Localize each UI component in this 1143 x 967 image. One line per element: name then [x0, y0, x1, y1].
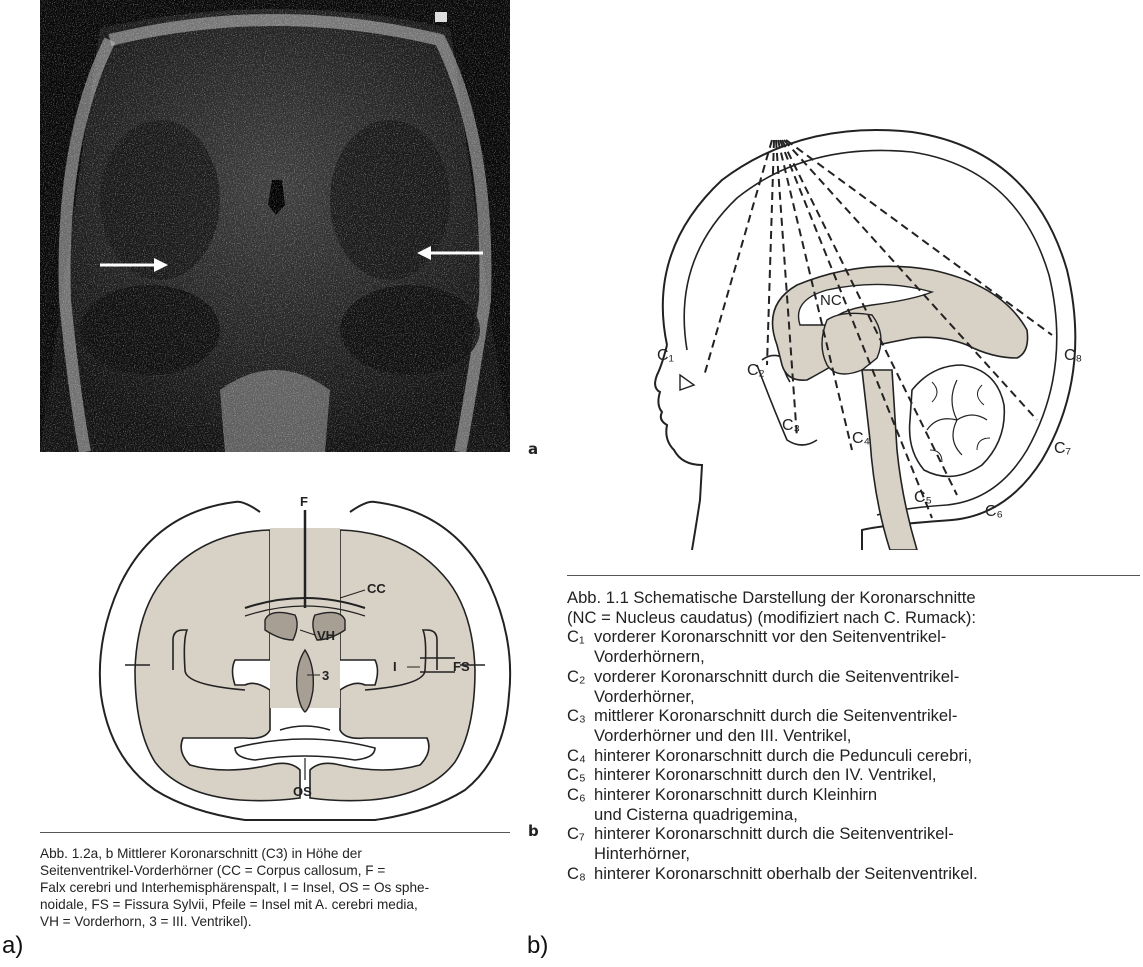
- item-text: hinterer Koronarschnitt durch die Pedunc…: [594, 746, 1140, 766]
- label-3: 3: [322, 668, 329, 683]
- label-CC: CC: [367, 581, 386, 596]
- caption-a-line: noidale, FS = Fissura Sylvii, Pfeile = I…: [40, 896, 510, 913]
- item-text-cont: Vorderhörner und den III. Ventrikel,: [594, 726, 851, 745]
- item-label: C₈: [567, 864, 594, 884]
- label-OS: OS: [293, 784, 312, 799]
- item-label: C₁: [567, 627, 594, 666]
- eye-icon: [680, 375, 694, 390]
- item-text: hinterer Koronarschnitt durch den IV. Ve…: [594, 765, 1140, 785]
- caption-item: C₇ hinterer Koronarschnitt durch die Sei…: [567, 824, 1140, 863]
- coronal-section-diagram: F CC VH 3 I FS OS: [95, 490, 515, 825]
- item-text: hinterer Koronarschnitt durch Kleinhirn: [594, 785, 877, 804]
- sagittal-section-diagram: NC C₁ C₂ C₃ C₄ C₅ C₆ C₇ C₈: [612, 120, 1082, 550]
- label-FS: FS: [453, 659, 470, 674]
- caption-item: C₃ mittlerer Koronarschnitt durch die Se…: [567, 706, 1140, 745]
- item-label: C₂: [567, 667, 594, 706]
- label-F: F: [300, 494, 308, 509]
- caption-item: C₆ hinterer Koronarschnitt durch Kleinhi…: [567, 785, 1140, 824]
- ultrasound-graphic: [40, 0, 510, 452]
- label-C5: C₅: [914, 489, 932, 506]
- corner-label-a: a): [2, 932, 23, 960]
- panel-a-letter: a: [528, 440, 538, 458]
- item-label: C₃: [567, 706, 594, 745]
- ultrasound-image: [40, 0, 510, 452]
- caption-a-rule: [40, 832, 510, 833]
- label-I: I: [393, 659, 397, 674]
- caption-item: C₁ vorderer Koronarschnitt vor den Seite…: [567, 627, 1140, 666]
- caption-b-head: (NC = Nucleus caudatus) (modifiziert nac…: [567, 608, 1140, 628]
- caption-figure-a: Abb. 1.2a, b Mittlerer Koronarschnitt (C…: [40, 845, 510, 930]
- label-C2: C₂: [747, 362, 765, 379]
- caption-a-line: Abb. 1.2a, b Mittlerer Koronarschnitt (C…: [40, 845, 510, 862]
- marker-icon: [435, 12, 447, 22]
- caption-item: C₈ hinterer Koronarschnitt oberhalb der …: [567, 864, 1140, 884]
- corner-label-b: b): [527, 932, 548, 960]
- item-text-cont: Vorderhörner,: [594, 687, 695, 706]
- caption-a-line: Falx cerebri und Interhemisphärenspalt, …: [40, 879, 510, 896]
- item-text-cont: Vorderhörnern,: [594, 647, 705, 666]
- item-text: hinterer Koronarschnitt durch die Seiten…: [594, 824, 954, 843]
- item-label: C₇: [567, 824, 594, 863]
- caption-b-head: Abb. 1.1 Schematische Darstellung der Ko…: [567, 588, 1140, 608]
- caption-figure-b: Abb. 1.1 Schematische Darstellung der Ko…: [567, 588, 1140, 884]
- label-C4: C₄: [852, 430, 870, 447]
- item-label: C₅: [567, 765, 594, 785]
- item-text: hinterer Koronarschnitt oberhalb der Sei…: [594, 864, 1140, 884]
- label-NC: NC: [820, 292, 842, 309]
- label-C1: C₁: [657, 347, 674, 364]
- label-C7: C₇: [1054, 440, 1071, 457]
- item-text: mittlerer Koronarschnitt durch die Seite…: [594, 706, 957, 725]
- caption-item: C₂ vorderer Koronarschnitt durch die Sei…: [567, 667, 1140, 706]
- face-profile: [655, 345, 702, 550]
- caption-item: C₄ hinterer Koronarschnitt durch die Ped…: [567, 746, 1140, 766]
- panel-b-letter: b: [528, 822, 539, 840]
- caption-a-line: Seitenventrikel-Vorderhörner (CC = Corpu…: [40, 862, 510, 879]
- label-C6: C₆: [985, 503, 1003, 520]
- item-label: C₆: [567, 785, 594, 824]
- third-ventricle: [822, 313, 881, 374]
- label-VH: VH: [317, 628, 335, 643]
- caption-item: C₅ hinterer Koronarschnitt durch den IV.…: [567, 765, 1140, 785]
- item-text-cont: und Cisterna quadrigemina,: [594, 805, 798, 824]
- item-text-cont: Hinterhörner,: [594, 844, 690, 863]
- caption-a-line: VH = Vorderhorn, 3 = III. Ventrikel).: [40, 913, 510, 930]
- label-C8: C₈: [1064, 347, 1082, 364]
- label-C3: C₃: [782, 417, 800, 434]
- item-text: vorderer Koronarschnitt durch die Seiten…: [594, 667, 959, 686]
- cerebellum: [910, 365, 1005, 476]
- caption-b-rule: [567, 575, 1140, 576]
- item-label: C₄: [567, 746, 594, 766]
- item-text: vorderer Koronarschnitt vor den Seitenve…: [594, 627, 946, 646]
